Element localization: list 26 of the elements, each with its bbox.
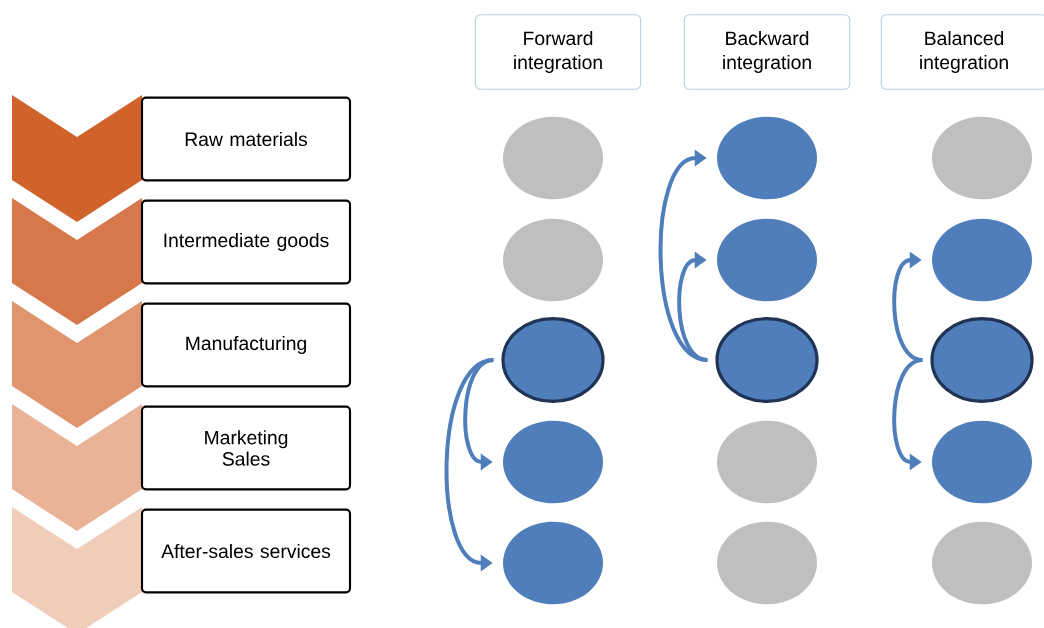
circle (503, 116, 603, 200)
curved-arrow (677, 251, 708, 362)
highlighted-circle (715, 317, 819, 403)
circle (503, 521, 603, 605)
circle (503, 218, 603, 302)
stage-box: Marketing Sales (140, 405, 352, 491)
curved-arrow (892, 251, 923, 362)
stage-box: Raw materials (140, 96, 352, 182)
stage-box: Manufacturing (140, 302, 352, 388)
stage-box: After-sales services (140, 508, 352, 594)
highlighted-circle (501, 317, 605, 403)
circle (932, 420, 1032, 504)
circle (932, 521, 1032, 605)
circle (717, 218, 817, 302)
highlighted-circle (930, 317, 1034, 403)
header-box: Forward integration (474, 14, 642, 90)
circle (717, 420, 817, 504)
circle (932, 218, 1032, 302)
circle (932, 116, 1032, 200)
stage-box: Intermediate goods (140, 199, 352, 285)
header-box: Balanced integration (880, 14, 1044, 90)
circle (717, 521, 817, 605)
header-box: Backward integration (683, 14, 851, 90)
circle (717, 116, 817, 200)
circle (503, 420, 603, 504)
curved-arrow (658, 149, 708, 362)
